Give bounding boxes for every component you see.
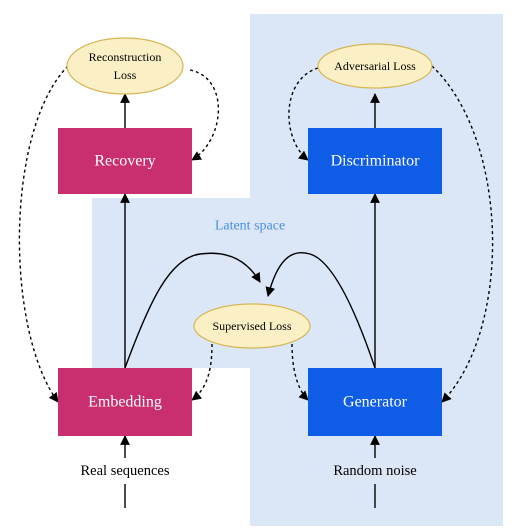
dashed-supervised-loss-to-embedding	[191, 343, 213, 401]
adversarial-loss-label: Adversarial Loss	[334, 59, 416, 73]
discriminator-label: Discriminator	[331, 153, 421, 170]
reconstruction-loss-label-line2: Loss	[114, 68, 137, 82]
recovery-label: Recovery	[94, 153, 155, 170]
random-noise-label: Random noise	[333, 463, 416, 479]
adversarial-loss-node: Adversarial Loss	[317, 43, 433, 89]
reconstruction-loss-node: Reconstruction Loss	[66, 37, 184, 95]
recovery-block: Recovery	[58, 128, 192, 194]
embedding-block: Embedding	[58, 368, 192, 436]
generator-label: Generator	[343, 394, 408, 411]
dashed-reconstruction-loss-to-recovery	[189, 69, 220, 161]
reconstruction-loss-label-line1: Reconstruction	[89, 50, 162, 64]
arrow-generator-to-supervised-loss	[265, 252, 376, 369]
dashed-adversarial-loss-to-generator	[431, 65, 494, 403]
latent-space-label: Latent space	[215, 219, 285, 234]
discriminator-block: Discriminator	[308, 128, 442, 194]
arrow-embedding-to-supervised-loss	[124, 252, 261, 369]
real-sequences-label: Real sequences	[81, 463, 170, 479]
dashed-supervised-loss-to-generator	[291, 343, 309, 401]
supervised-loss-label: Supervised Loss	[213, 319, 292, 333]
supervised-loss-node: Supervised Loss	[193, 303, 311, 349]
generator-block: Generator	[308, 368, 442, 436]
dashed-adversarial-loss-to-discriminator	[288, 67, 319, 161]
embedding-label: Embedding	[88, 394, 162, 411]
dashed-reconstruction-loss-to-embedding	[18, 65, 69, 403]
